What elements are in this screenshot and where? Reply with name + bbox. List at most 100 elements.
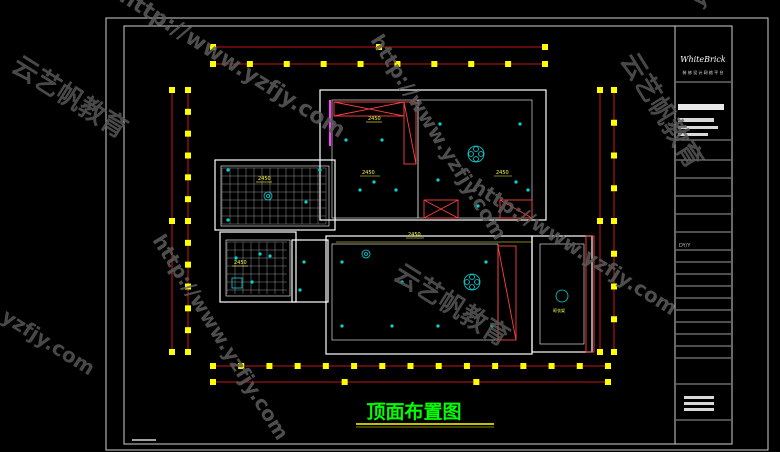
tile-grid [221,167,327,294]
dim-tick [611,185,617,192]
dim-tick [169,87,175,93]
dim-tick [379,363,386,369]
floor-plan [214,89,593,355]
ceiling-lights [226,122,530,328]
sheet-code: DY/Y [679,243,691,249]
dim-tick [597,349,603,355]
spot-light [476,204,480,208]
spot-light [340,260,344,264]
dim-tick [185,152,191,159]
dim-tick [169,218,175,224]
spot-light [390,324,394,328]
dim-tick [463,363,470,369]
watermark-cn-3: 云艺帆教育 [388,258,515,353]
dim-tick [605,363,611,369]
spot-light [400,280,404,284]
dim-tick [283,61,290,67]
dimension-ticks [169,44,617,385]
spot-light [358,188,362,192]
door-frames [333,101,595,353]
spot-light [226,218,230,222]
dim-tick [597,87,603,93]
room-label-2: 2450 [362,170,375,176]
spot-light [298,288,302,292]
dim-tick [468,61,475,67]
dim-tick [435,363,442,369]
dim-tick [210,363,216,369]
watermark-short-1: yzfjy.com [0,304,100,380]
dim-tick [505,61,512,67]
spot-light [340,324,344,328]
watermark-cn-1: 云艺帆教育 [6,50,133,145]
watermarks: http://www.yzfjy.com http://www.yzfjy.co… [0,0,776,444]
dim-tick [185,283,191,290]
dim-tick [294,363,301,369]
title-block: WhiteBrick 装 修 设 计 网 络 平 台 DY/Y [676,55,731,421]
dim-tick [357,61,364,67]
dim-tick [431,61,438,67]
watermark-url-1: http://www.yzfjy.com [115,0,350,144]
dim-tick [185,87,191,93]
dim-tick [376,44,382,50]
spot-light [380,138,384,142]
spot-light [490,324,494,328]
dim-tick [542,44,548,50]
spot-light [438,122,442,126]
dim-tick [185,196,191,203]
dim-tick [492,363,499,369]
spot-light [268,254,272,258]
dim-tick [185,174,191,181]
dim-tick [185,218,191,224]
dim-tick [185,305,191,312]
dim-tick [473,379,480,385]
balcony-label: 晾衣架 [553,307,565,313]
room-label-1: 2450 [368,116,381,122]
title-block-frame [674,25,733,445]
spot-light [394,188,398,192]
dim-tick [611,250,617,257]
room-label-3: 2450 [496,170,509,176]
dim-tick [210,379,216,385]
dim-tick [210,44,216,50]
spot-light [514,180,518,184]
dim-tick [185,108,191,115]
watermark-short-2: yzfjy.com [690,0,776,12]
dim-tick [605,379,611,385]
spot-light [436,324,440,328]
drawing-title: 顶面布置图 [366,400,461,423]
spot-light [226,168,230,172]
spot-light [436,178,440,182]
dim-tick [611,349,617,355]
dim-tick [520,363,527,369]
dim-tick [611,218,617,224]
dim-tick [320,61,327,67]
spot-light [234,256,238,260]
spot-light [304,200,308,204]
spot-light [526,188,530,192]
dim-tick [246,61,253,67]
dim-tick [185,327,191,334]
dim-tick [185,239,191,246]
spot-light [484,260,488,264]
dim-tick [611,152,617,159]
dim-tick [351,363,358,369]
chandelier-icons [231,145,569,303]
watermark-url-4: http://www.yzfjy.com [467,174,681,320]
dim-tick [407,363,414,369]
room-labels: 2450 2450 2450 2450 2450 2450 晾衣架 [232,116,565,313]
dim-tick [169,349,175,355]
dim-tick [185,261,191,268]
dim-tick [542,61,548,67]
dim-tick [210,61,216,67]
spot-light [372,180,376,184]
outer-border [105,17,769,451]
spot-light [344,138,348,142]
dim-tick [611,316,617,323]
dim-tick [266,363,273,369]
brand-name: WhiteBrick [680,55,726,64]
dim-tick [548,363,555,369]
dim-tick [238,363,245,369]
watermark-url-2: http://www.yzfjy.com [366,30,512,244]
room-label-5: 2450 [234,260,247,266]
